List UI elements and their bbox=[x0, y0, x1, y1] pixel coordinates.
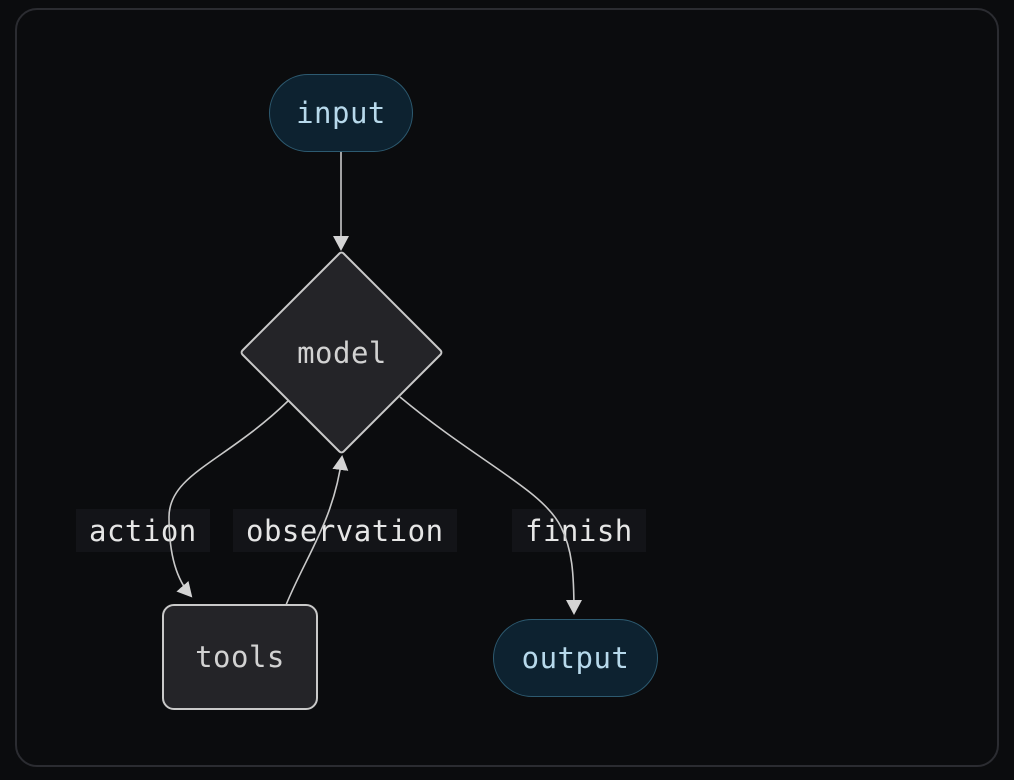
edge-label-action-text: action bbox=[89, 513, 197, 548]
node-model: model bbox=[262, 331, 422, 375]
node-model-label: model bbox=[297, 336, 387, 370]
node-input-label: input bbox=[296, 96, 386, 130]
edge-label-observation-text: observation bbox=[246, 513, 444, 548]
node-input: input bbox=[269, 74, 413, 152]
node-output: output bbox=[493, 619, 658, 697]
diagram-panel-border bbox=[15, 8, 999, 767]
edge-label-action: action bbox=[76, 509, 210, 552]
node-output-label: output bbox=[521, 641, 630, 675]
edge-label-finish-text: finish bbox=[525, 513, 633, 548]
edge-label-finish: finish bbox=[512, 509, 646, 552]
node-tools-label: tools bbox=[195, 640, 285, 674]
node-tools: tools bbox=[162, 604, 318, 710]
edge-label-observation: observation bbox=[233, 509, 457, 552]
